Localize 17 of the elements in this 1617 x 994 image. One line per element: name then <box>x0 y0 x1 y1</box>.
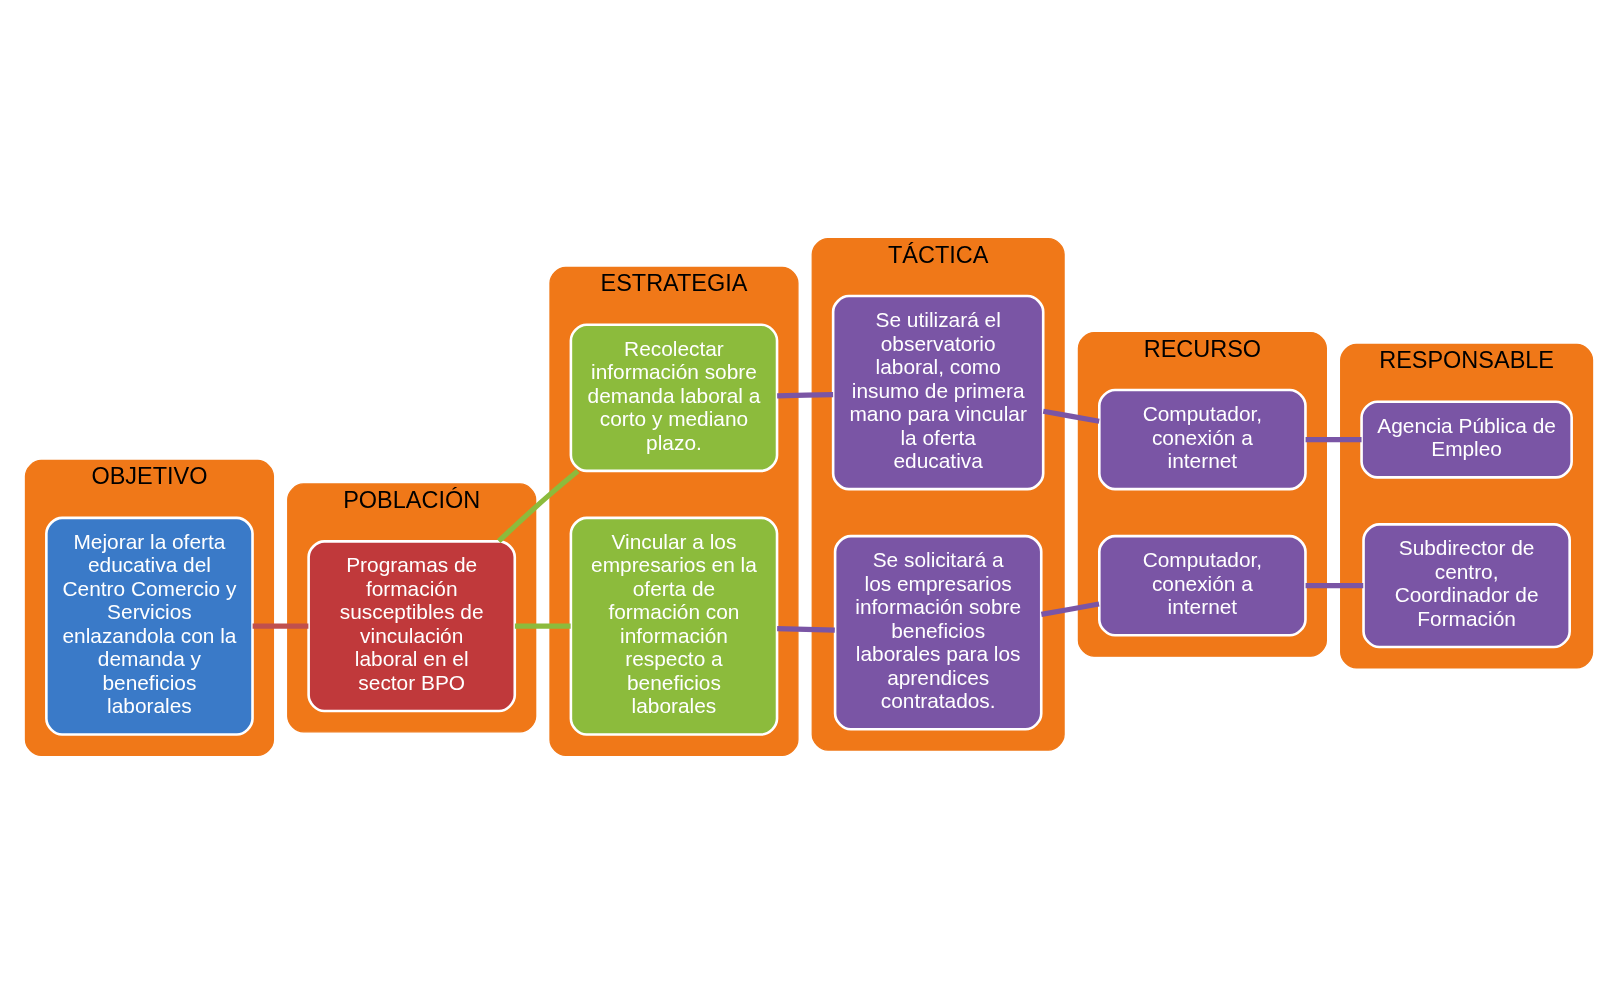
node-box: Se utilizará el observatorio laboral, como insumo de primera mano para vincular la oferta educativa <box>831 294 1044 491</box>
connector <box>776 392 833 399</box>
node-box: Se solicitará a los empresarios información sobre beneficios laborales para los aprendices contratados. <box>833 534 1043 731</box>
node-box: Vincular a los empresarios en la oferta de formación con información respecto a beneficios laborales <box>569 516 778 736</box>
node-box: Mejorar la oferta educativa del Centro Comercio y Servicios enlazandola con la demanda y beneficios laborales <box>44 516 254 736</box>
node-box: Computador, conexión a internet <box>1097 534 1307 637</box>
connector <box>1305 436 1362 443</box>
node-box: Recolectar información sobre demanda laboral a corto y mediano plazo. <box>569 323 778 473</box>
node-box: Subdirector de centro, Coordinador de Formación <box>1361 523 1571 649</box>
connector <box>514 623 571 629</box>
node-box: Computador, conexión a internet <box>1097 388 1307 491</box>
connector <box>496 468 579 544</box>
node-box: Programas de formación susceptibles de vinculación laboral en el sector BPO <box>306 540 516 713</box>
connector <box>776 626 835 633</box>
connector <box>1305 583 1363 589</box>
connector <box>252 623 308 629</box>
node-box: Agencia Pública de Empleo <box>1359 400 1573 479</box>
